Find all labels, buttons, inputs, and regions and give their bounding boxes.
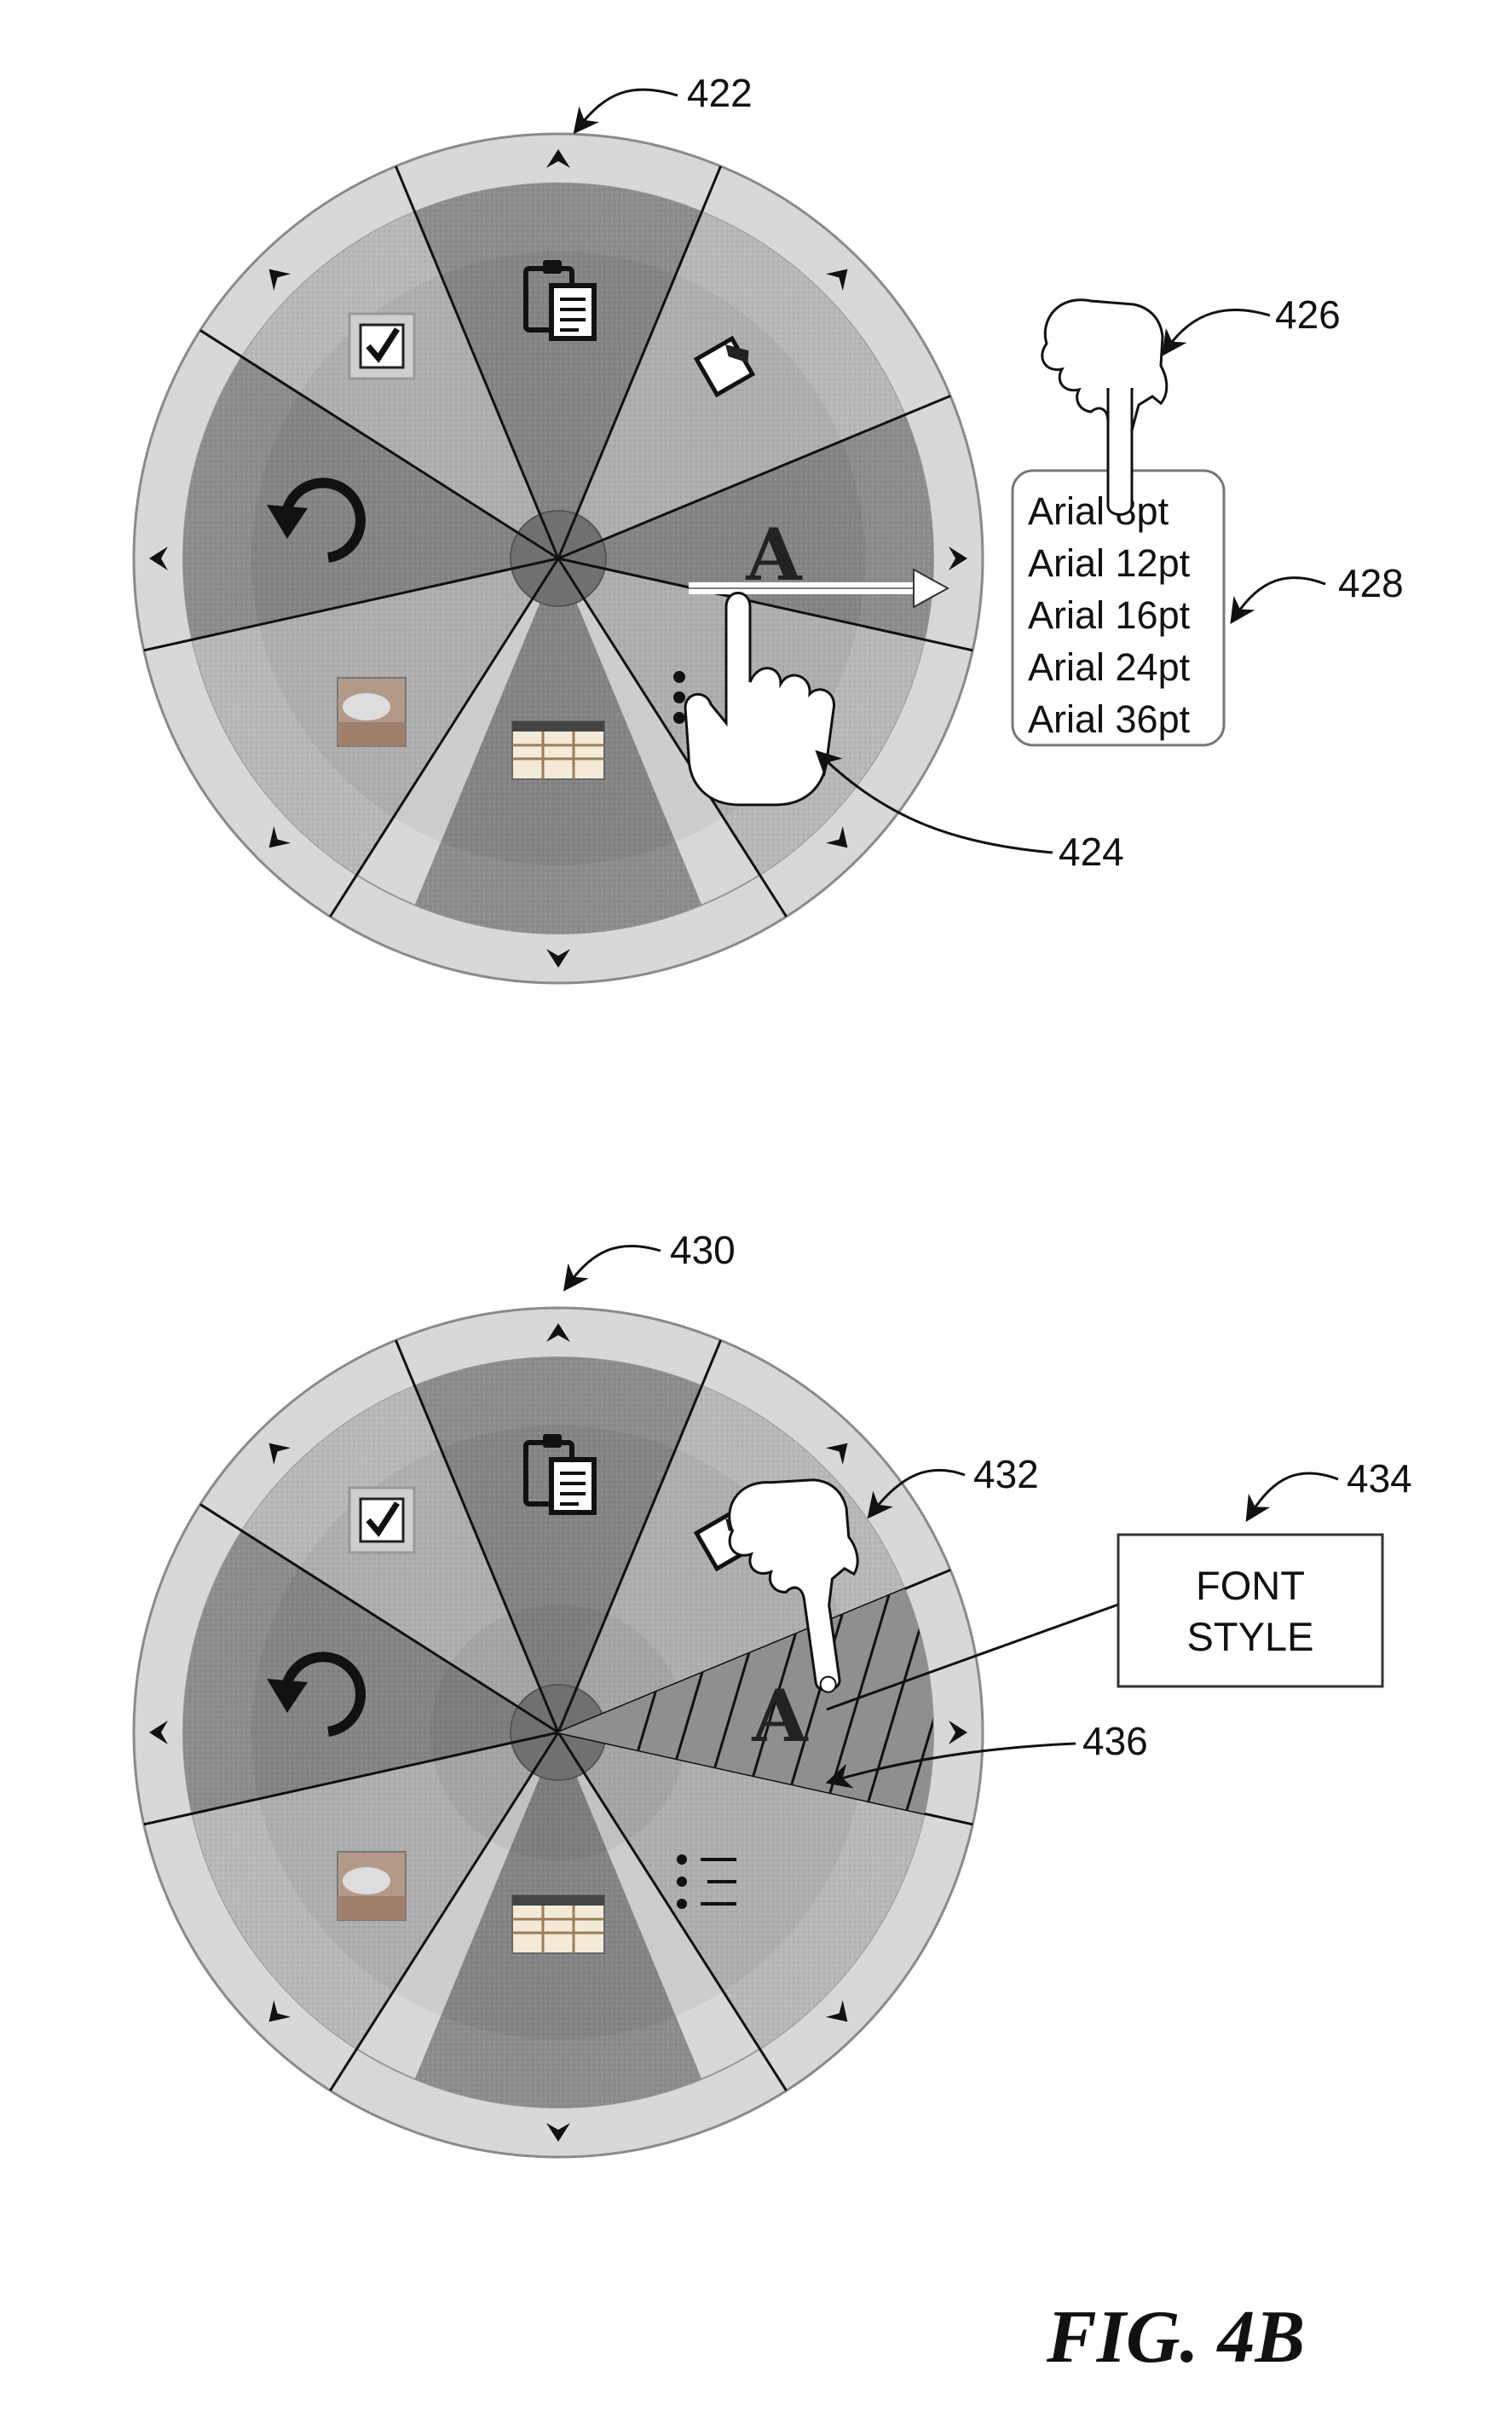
svg-text:424: 424 [1059,830,1124,874]
font-size-option[interactable]: Arial 36pt [1028,697,1191,741]
tooltip-line-1: FONT [1196,1563,1305,1608]
list-format-icon[interactable] [673,671,685,724]
svg-text:434: 434 [1347,1456,1412,1501]
callout-426: 426 [1168,292,1341,348]
svg-text:432: 432 [973,1452,1039,1496]
svg-text:430: 430 [670,1228,736,1272]
table-icon[interactable] [512,1895,604,1953]
callout-434: 434 [1251,1456,1412,1513]
checkbox-icon[interactable] [349,314,414,379]
font-size-option[interactable]: Arial 12pt [1028,541,1191,585]
callout-422: 422 [580,71,753,126]
svg-text:436: 436 [1082,1719,1148,1763]
table-icon[interactable] [512,721,604,779]
font-size-option[interactable]: Arial 8pt [1028,489,1169,533]
font-icon[interactable]: A [751,1674,809,1758]
radial-menu-bottom: A [134,1308,1099,2157]
callout-430: 430 [569,1228,736,1283]
svg-text:428: 428 [1338,561,1404,605]
callout-428: 428 [1236,561,1404,616]
checkbox-icon[interactable] [349,1488,414,1553]
svg-text:426: 426 [1275,292,1341,337]
figure-label: FIG. 4B [1046,2296,1305,2379]
pointing-finger [1108,388,1132,515]
font-size-option[interactable]: Arial 16pt [1028,593,1191,637]
image-icon[interactable] [338,1852,406,1920]
font-size-option[interactable]: Arial 24pt [1028,645,1191,689]
tooltip-line-2: STYLE [1187,1614,1314,1659]
radial-menu-top: A [134,134,983,983]
tooltip-box [1118,1535,1382,1686]
image-icon[interactable] [338,678,406,746]
svg-text:422: 422 [687,71,753,115]
